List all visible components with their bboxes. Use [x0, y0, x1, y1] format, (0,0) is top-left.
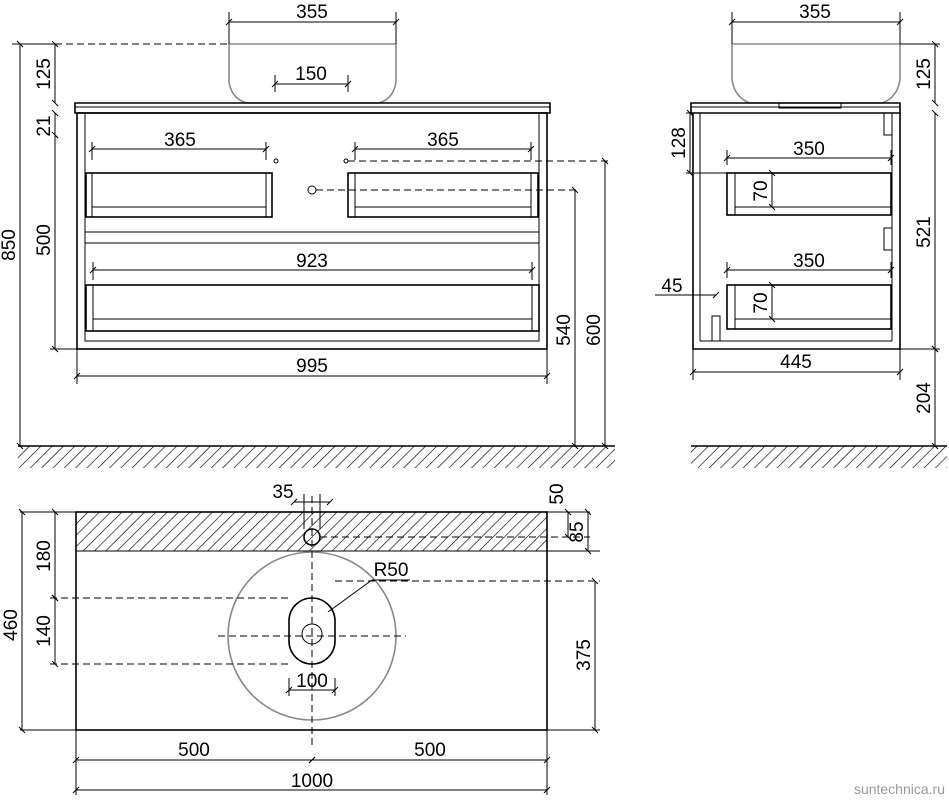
front-drawer-upper-right — [347, 172, 539, 218]
dim-side-back-offset: 45 — [661, 276, 682, 297]
top-drain-slot — [288, 597, 336, 665]
front-view: 355 150 125 21 500 850 365 365 923 — [0, 2, 615, 468]
dim-front-cabinet-width: 995 — [296, 356, 328, 377]
side-vessel-sink — [731, 43, 901, 104]
dim-front-top-thickness: 21 — [34, 115, 55, 136]
dim-front-drain-width: 150 — [295, 64, 327, 85]
dim-top-hole-offset: 50 — [547, 483, 568, 504]
dim-front-bottom-drawer: 923 — [296, 251, 328, 272]
front-countertop — [74, 102, 551, 114]
dim-top-half-right: 500 — [414, 740, 446, 761]
dim-front-total-height: 850 — [0, 229, 20, 261]
dim-front-drawer-left: 365 — [164, 130, 196, 151]
watermark: suntechnica.ru — [854, 781, 945, 797]
side-cabinet-body — [692, 113, 901, 350]
dim-side-sink-width: 355 — [799, 2, 831, 23]
dim-side-top-offset: 128 — [669, 127, 690, 159]
side-view: 355 125 521 204 128 350 70 350 70 — [655, 2, 947, 468]
dim-front-height: 500 — [34, 224, 55, 256]
side-drawer-bottom — [726, 284, 892, 330]
dim-top-radius: R50 — [374, 560, 409, 581]
dim-front-outlet-600: 600 — [584, 314, 605, 346]
dim-side-drawer-height-top: 70 — [751, 180, 772, 201]
dim-side-drawer-height-bottom: 70 — [751, 292, 772, 313]
dim-side-wall-height: 204 — [914, 382, 935, 414]
dim-top-back-zone: 180 — [34, 540, 55, 572]
dim-top-drain-slot: 140 — [34, 615, 55, 647]
dim-side-drawer-depth-bottom: 350 — [793, 251, 825, 272]
dim-top-drain-width: 100 — [296, 671, 328, 692]
dim-side-sink-height: 125 — [914, 58, 935, 90]
dim-top-total-width: 1000 — [291, 771, 333, 792]
dim-front-drawer-right: 365 — [427, 130, 459, 151]
dim-side-drawer-depth-top: 350 — [793, 139, 825, 160]
dim-top-half-left: 500 — [178, 740, 210, 761]
side-floor-hatch — [691, 446, 947, 468]
front-cabinet-body — [76, 112, 548, 350]
dim-front-sink-width: 355 — [296, 2, 328, 23]
dim-front-outlet-540: 540 — [554, 314, 575, 346]
dim-side-body-height: 521 — [914, 216, 935, 248]
dim-top-hole-diameter: 35 — [272, 482, 293, 503]
front-floor-hatch — [18, 446, 615, 468]
front-drawer-bottom — [85, 284, 540, 332]
dim-front-sink-height: 125 — [34, 58, 55, 90]
side-drawer-top — [726, 172, 892, 216]
front-drain-hole — [307, 185, 317, 195]
front-drawer-upper-left — [85, 172, 273, 218]
dim-top-sink-center-depth: 375 — [574, 639, 595, 671]
top-view: 35 50 85 375 180 140 460 R50 100 — [1, 482, 600, 795]
dim-side-cabinet-depth: 445 — [780, 352, 812, 373]
dim-top-total-depth: 460 — [1, 609, 22, 641]
dim-top-hole-center: 85 — [567, 521, 588, 542]
